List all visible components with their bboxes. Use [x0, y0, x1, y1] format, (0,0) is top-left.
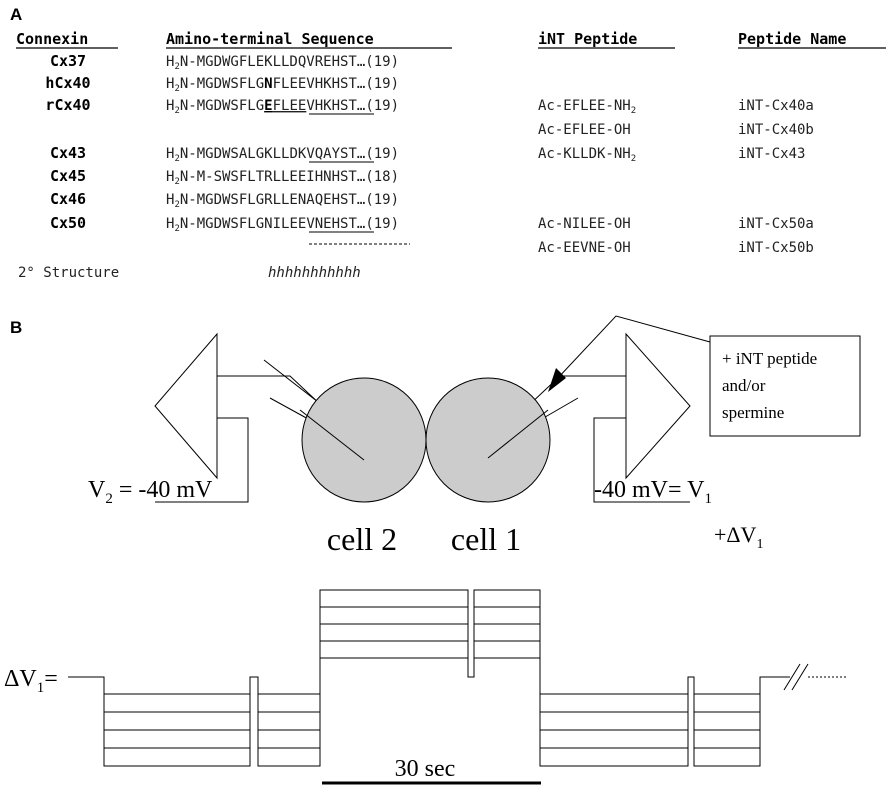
amplifier-left [154, 332, 218, 480]
break-mark-1 [783, 663, 801, 691]
arrow-head [548, 368, 566, 392]
arrow-line [555, 315, 711, 381]
peptide-name-cx50a: iNT-Cx50a [738, 216, 814, 232]
sequence-table: Cx37 H2N-MGDWGFLEKLLDQVREHST…(19) hCx40 … [45, 52, 813, 256]
peptide-name-cx43: iNT-Cx43 [738, 146, 805, 162]
peptide-cx50b: Ac-EEVNE-OH [538, 240, 631, 256]
panel-b-label: B [10, 318, 22, 337]
connexin-cx46: Cx46 [50, 190, 86, 208]
dv1-label: ΔV1= [4, 666, 58, 696]
panel-a-label: A [10, 5, 22, 24]
peptide-cx40b: Ac-EFLEE-OH [538, 122, 631, 138]
structure-value: hhhhhhhhhhh [268, 265, 361, 281]
peptide-name-cx40b: iNT-Cx40b [738, 122, 814, 138]
feedback-wire-left [155, 417, 249, 503]
box-line-1: + iNT peptide [722, 349, 817, 368]
pipette-left-2 [269, 397, 311, 421]
protocol-outline [68, 589, 790, 767]
sequence-hcx40: H2N-MGDWSFLGNFLEEVHKHST…(19) [166, 76, 399, 94]
pipette-right-1 [539, 397, 579, 421]
header-peptide: iNT Peptide [538, 30, 637, 48]
feedback-wire-right [593, 417, 690, 503]
electrode-tip-left [299, 409, 365, 461]
sequence-cx43: H2N-MGDWSALGKLLDKVQAYST…(19) [166, 146, 399, 164]
cell-2-label: cell 2 [327, 521, 397, 557]
cell-2 [301, 377, 427, 503]
peptide-cx40a: Ac-EFLEE-NH2 [538, 98, 636, 116]
sequence-cx45: H2N-M-SWSFLTRLLEEIHNHST…(18) [166, 169, 399, 187]
pulse-protocol [68, 589, 846, 767]
sequence-cx46: H2N-MGDWSFLGRLLENAQEHST…(19) [166, 192, 399, 210]
connexin-cx50: Cx50 [50, 214, 86, 232]
box-line-3: spermine [722, 403, 784, 422]
time-scale-label: 30 sec [395, 756, 456, 782]
sequence-cx50: H2N-MGDWSFLGNILEEVNEHST…(19) [166, 216, 399, 234]
v2-label: V2 = -40 mV [88, 477, 213, 507]
header-peptide-name: Peptide Name [738, 30, 846, 48]
dv1-plus-label: +ΔV1 [714, 522, 763, 552]
sequence-rcx40: H2N-MGDWSFLGEFLEEVHKHST…(19) [166, 98, 399, 116]
header-connexin: Connexin [16, 30, 88, 48]
structure-label: 2° Structure [18, 265, 119, 281]
amplifier-right [625, 332, 691, 480]
electrode-wire-right [527, 375, 626, 407]
break-mark-2 [791, 663, 809, 691]
pipette-left-1 [263, 359, 319, 403]
connexin-hcx40: hCx40 [45, 74, 90, 92]
connexin-cx45: Cx45 [50, 167, 86, 185]
cell-1-label: cell 1 [451, 521, 521, 557]
header-sequence: Amino-terminal Sequence [166, 30, 374, 48]
box-line-2: and/or [722, 376, 766, 395]
peptide-name-cx40a: iNT-Cx40a [738, 98, 814, 114]
peptide-cx50a: Ac-NILEE-OH [538, 216, 631, 232]
connexin-cx37: Cx37 [50, 52, 86, 70]
peptide-box [709, 335, 861, 437]
cell-1 [425, 377, 551, 503]
peptide-name-cx50b: iNT-Cx50b [738, 240, 814, 256]
electrode-wire-left [217, 375, 323, 407]
connexin-rcx40: rCx40 [45, 96, 90, 114]
electrode-tip-right [487, 409, 549, 459]
connexin-cx43: Cx43 [50, 144, 86, 162]
sequence-cx37: H2N-MGDWGFLEKLLDQVREHST…(19) [166, 54, 399, 72]
peptide-cx43: Ac-KLLDK-NH2 [538, 146, 636, 164]
v1-label: -40 mV= V1 [594, 477, 712, 507]
